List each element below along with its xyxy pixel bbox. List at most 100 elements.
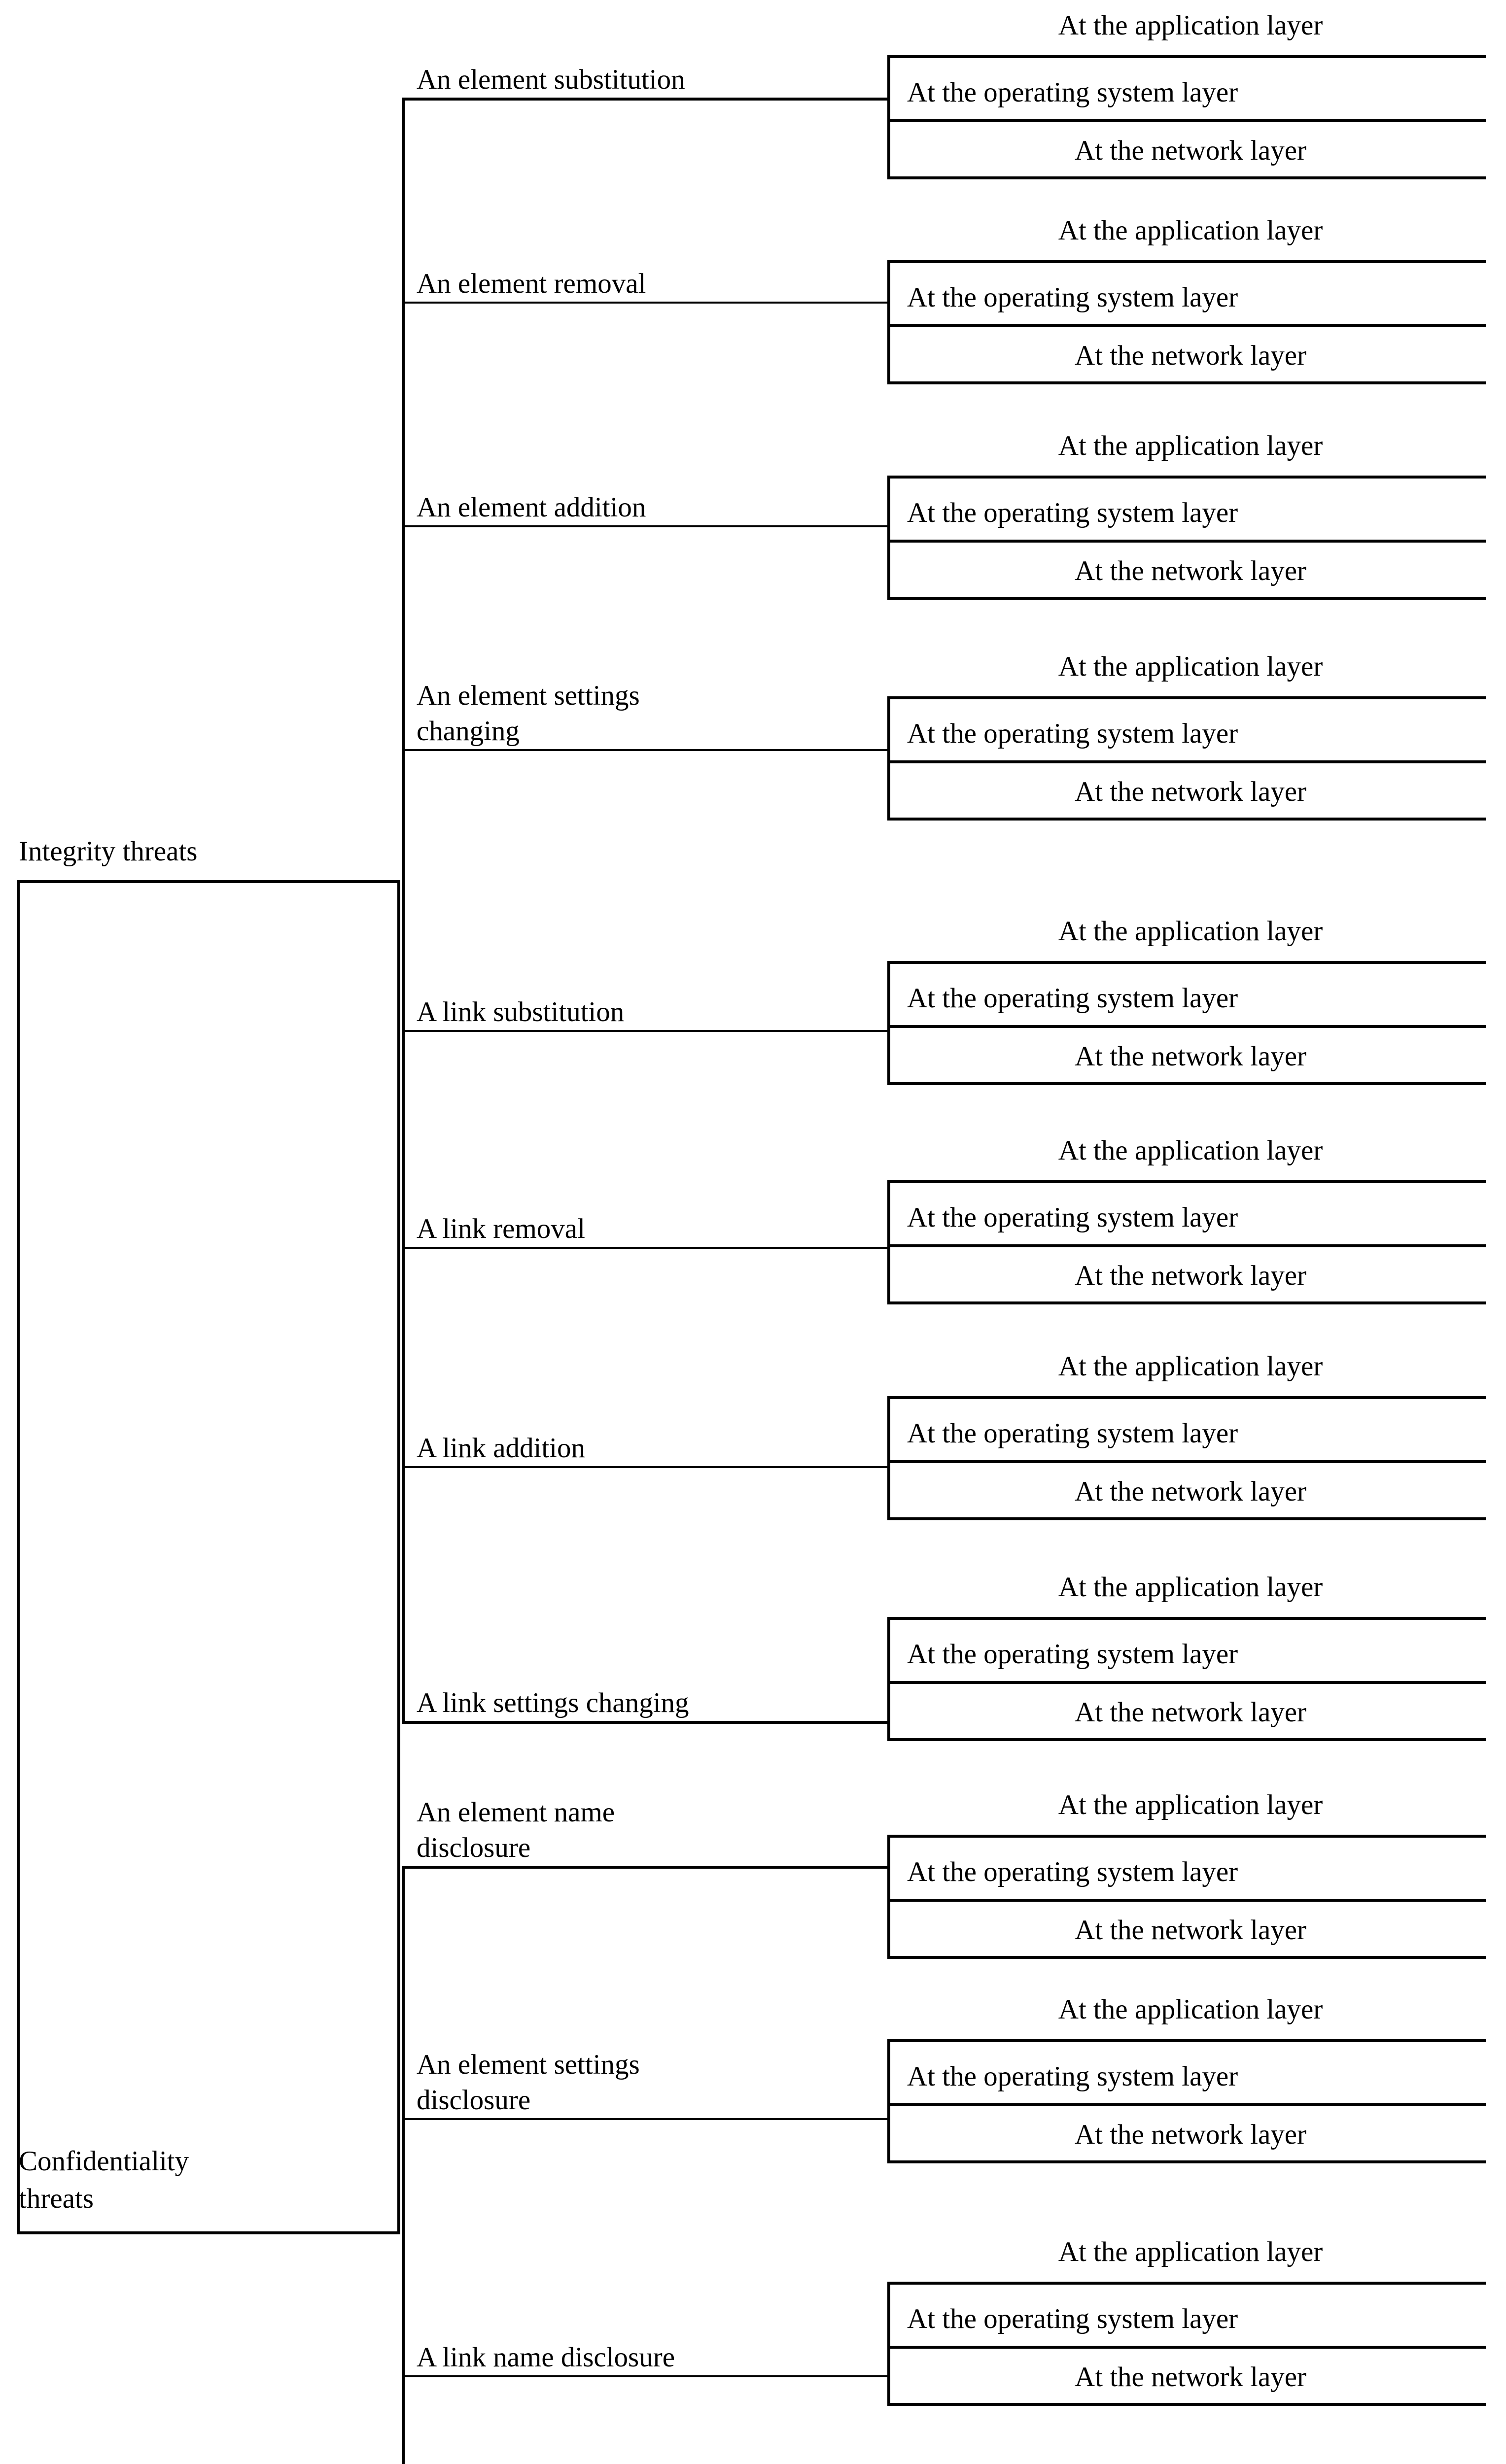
layer-box-11-top-border: [887, 2282, 1486, 2285]
layer-box-1-bottom-border: [887, 176, 1486, 179]
layer-box-6-left-border: [887, 1180, 890, 1304]
threat-label-element-substitution: An element substitution: [417, 64, 685, 95]
mid-divider-element-name-disclosure: [402, 1866, 890, 1869]
mid-divider-link-name-disclosure: [402, 2375, 890, 2377]
layer-box-3-left-border: [887, 476, 890, 600]
layer-box-4-bottom-border: [887, 818, 1486, 821]
layer-box-2-top-border: [887, 260, 1486, 263]
layer-label-6-network: At the network layer: [1074, 1260, 1307, 1291]
threat-label-link-removal: A link removal: [417, 1213, 585, 1244]
mid-divider-element-settings-changing: [402, 749, 890, 751]
layer-label-2-application: At the application layer: [1058, 215, 1323, 246]
layer-label-10-network: At the network layer: [1074, 2119, 1307, 2150]
layer-label-10-application: At the application layer: [1058, 1994, 1323, 2025]
root-label-confidentiality-threats: Confidentiality threats: [19, 2146, 189, 2214]
root-box-right-border: [397, 880, 400, 2234]
layer-label-8-network: At the network layer: [1074, 1697, 1307, 1728]
layer-box-3-top-border: [887, 476, 1486, 479]
layer-label-1-application: At the application layer: [1058, 10, 1323, 41]
mid-box-elements-left-border: [402, 98, 405, 817]
layer-box-7-bottom-border: [887, 1517, 1486, 1520]
layer-box-2-bottom-border: [887, 381, 1486, 384]
layer-label-1-operating-system: At the operating system layer: [907, 77, 1238, 108]
layer-box-8-left-border: [887, 1617, 890, 1741]
threat-label-link-substitution: A link substitution: [417, 996, 625, 1027]
mid-box-links-left-border: [402, 817, 405, 1724]
layer-label-11-application: At the application layer: [1058, 2236, 1323, 2267]
mid-box-elements-left-border-tail: [402, 749, 405, 818]
layer-label-2-operating-system: At the operating system layer: [907, 282, 1238, 313]
layer-box-9-mid-divider: [887, 1899, 1486, 1902]
threat-label-element-name-disclosure: An element name disclosure: [417, 1797, 615, 1863]
layer-label-8-operating-system: At the operating system layer: [907, 1639, 1238, 1670]
layer-label-1-network: At the network layer: [1074, 135, 1307, 166]
layer-box-11-left-border: [887, 2282, 890, 2406]
root-box-left-border: [17, 880, 20, 2234]
root-label-integrity-threats: Integrity threats: [19, 836, 198, 867]
mid-divider-link-addition: [402, 1466, 890, 1468]
layer-label-3-operating-system: At the operating system layer: [907, 497, 1238, 528]
layer-box-10-bottom-border: [887, 2160, 1486, 2163]
layer-box-9-bottom-border: [887, 1956, 1486, 1959]
layer-label-11-operating-system: At the operating system layer: [907, 2303, 1238, 2334]
layer-box-10-mid-divider: [887, 2103, 1486, 2106]
mid-divider-link-substitution: [402, 1030, 890, 1032]
layer-label-2-network: At the network layer: [1074, 340, 1307, 371]
layer-box-7-mid-divider: [887, 1460, 1486, 1463]
mid-divider-element-settings-disclosure: [402, 2118, 890, 2120]
mid-divider-element-substitution: [402, 98, 890, 101]
root-box-bottom-border: [17, 2231, 400, 2234]
layer-box-2-left-border: [887, 260, 890, 384]
mid-divider-link-settings-changing: [402, 1721, 890, 1724]
layer-box-3-bottom-border: [887, 597, 1486, 600]
layer-box-9-left-border: [887, 1835, 890, 1959]
layer-box-5-bottom-border: [887, 1082, 1486, 1085]
mid-divider-element-removal: [402, 302, 890, 304]
layer-label-7-network: At the network layer: [1074, 1476, 1307, 1507]
layer-label-9-application: At the application layer: [1058, 1789, 1323, 1820]
layer-box-1-top-border: [887, 55, 1486, 58]
layer-box-11-mid-divider: [887, 2346, 1486, 2349]
layer-box-6-mid-divider: [887, 1244, 1486, 1247]
threat-label-element-removal: An element removal: [417, 268, 646, 299]
mid-divider-element-addition: [402, 525, 890, 527]
layer-label-4-network: At the network layer: [1074, 776, 1307, 807]
threat-label-link-name-disclosure: A link name disclosure: [417, 2342, 675, 2373]
layer-label-10-operating-system: At the operating system layer: [907, 2061, 1238, 2092]
layer-box-8-top-border: [887, 1617, 1486, 1620]
root-box-top-border: [17, 880, 400, 883]
layer-box-9-top-border: [887, 1835, 1486, 1838]
layer-box-7-top-border: [887, 1396, 1486, 1399]
layer-box-8-mid-divider: [887, 1681, 1486, 1684]
layer-box-5-top-border: [887, 961, 1486, 964]
mid-box-element-disclosure-left-border: [402, 1866, 405, 2120]
layer-label-6-operating-system: At the operating system layer: [907, 1202, 1238, 1233]
layer-box-5-mid-divider: [887, 1025, 1486, 1028]
layer-box-5-left-border: [887, 961, 890, 1085]
layer-label-5-operating-system: At the operating system layer: [907, 983, 1238, 1014]
layer-box-4-mid-divider: [887, 760, 1486, 763]
layer-box-11-bottom-border: [887, 2403, 1486, 2406]
layer-label-3-network: At the network layer: [1074, 555, 1307, 586]
layer-box-1-left-border: [887, 55, 890, 179]
mid-box-link-disclosure-left-border: [402, 2118, 405, 2464]
layer-label-7-operating-system: At the operating system layer: [907, 1418, 1238, 1449]
layer-box-6-bottom-border: [887, 1301, 1486, 1304]
layer-box-8-bottom-border: [887, 1738, 1486, 1741]
layer-box-1-mid-divider: [887, 119, 1486, 122]
layer-label-4-application: At the application layer: [1058, 651, 1323, 682]
layer-box-10-left-border: [887, 2039, 890, 2163]
layer-label-6-application: At the application layer: [1058, 1135, 1323, 1166]
layer-box-6-top-border: [887, 1180, 1486, 1183]
layer-box-4-left-border: [887, 696, 890, 821]
layer-label-5-application: At the application layer: [1058, 916, 1323, 947]
layer-label-11-network: At the network layer: [1074, 2361, 1307, 2393]
layer-box-3-mid-divider: [887, 540, 1486, 543]
threat-label-element-settings-disclosure: An element settings disclosure: [417, 2049, 640, 2116]
threat-label-element-settings-changing: An element settings changing: [417, 680, 640, 747]
layer-box-4-top-border: [887, 696, 1486, 699]
threat-label-element-addition: An element addition: [417, 492, 646, 523]
layer-label-3-application: At the application layer: [1058, 430, 1323, 461]
layer-label-7-application: At the application layer: [1058, 1351, 1323, 1382]
